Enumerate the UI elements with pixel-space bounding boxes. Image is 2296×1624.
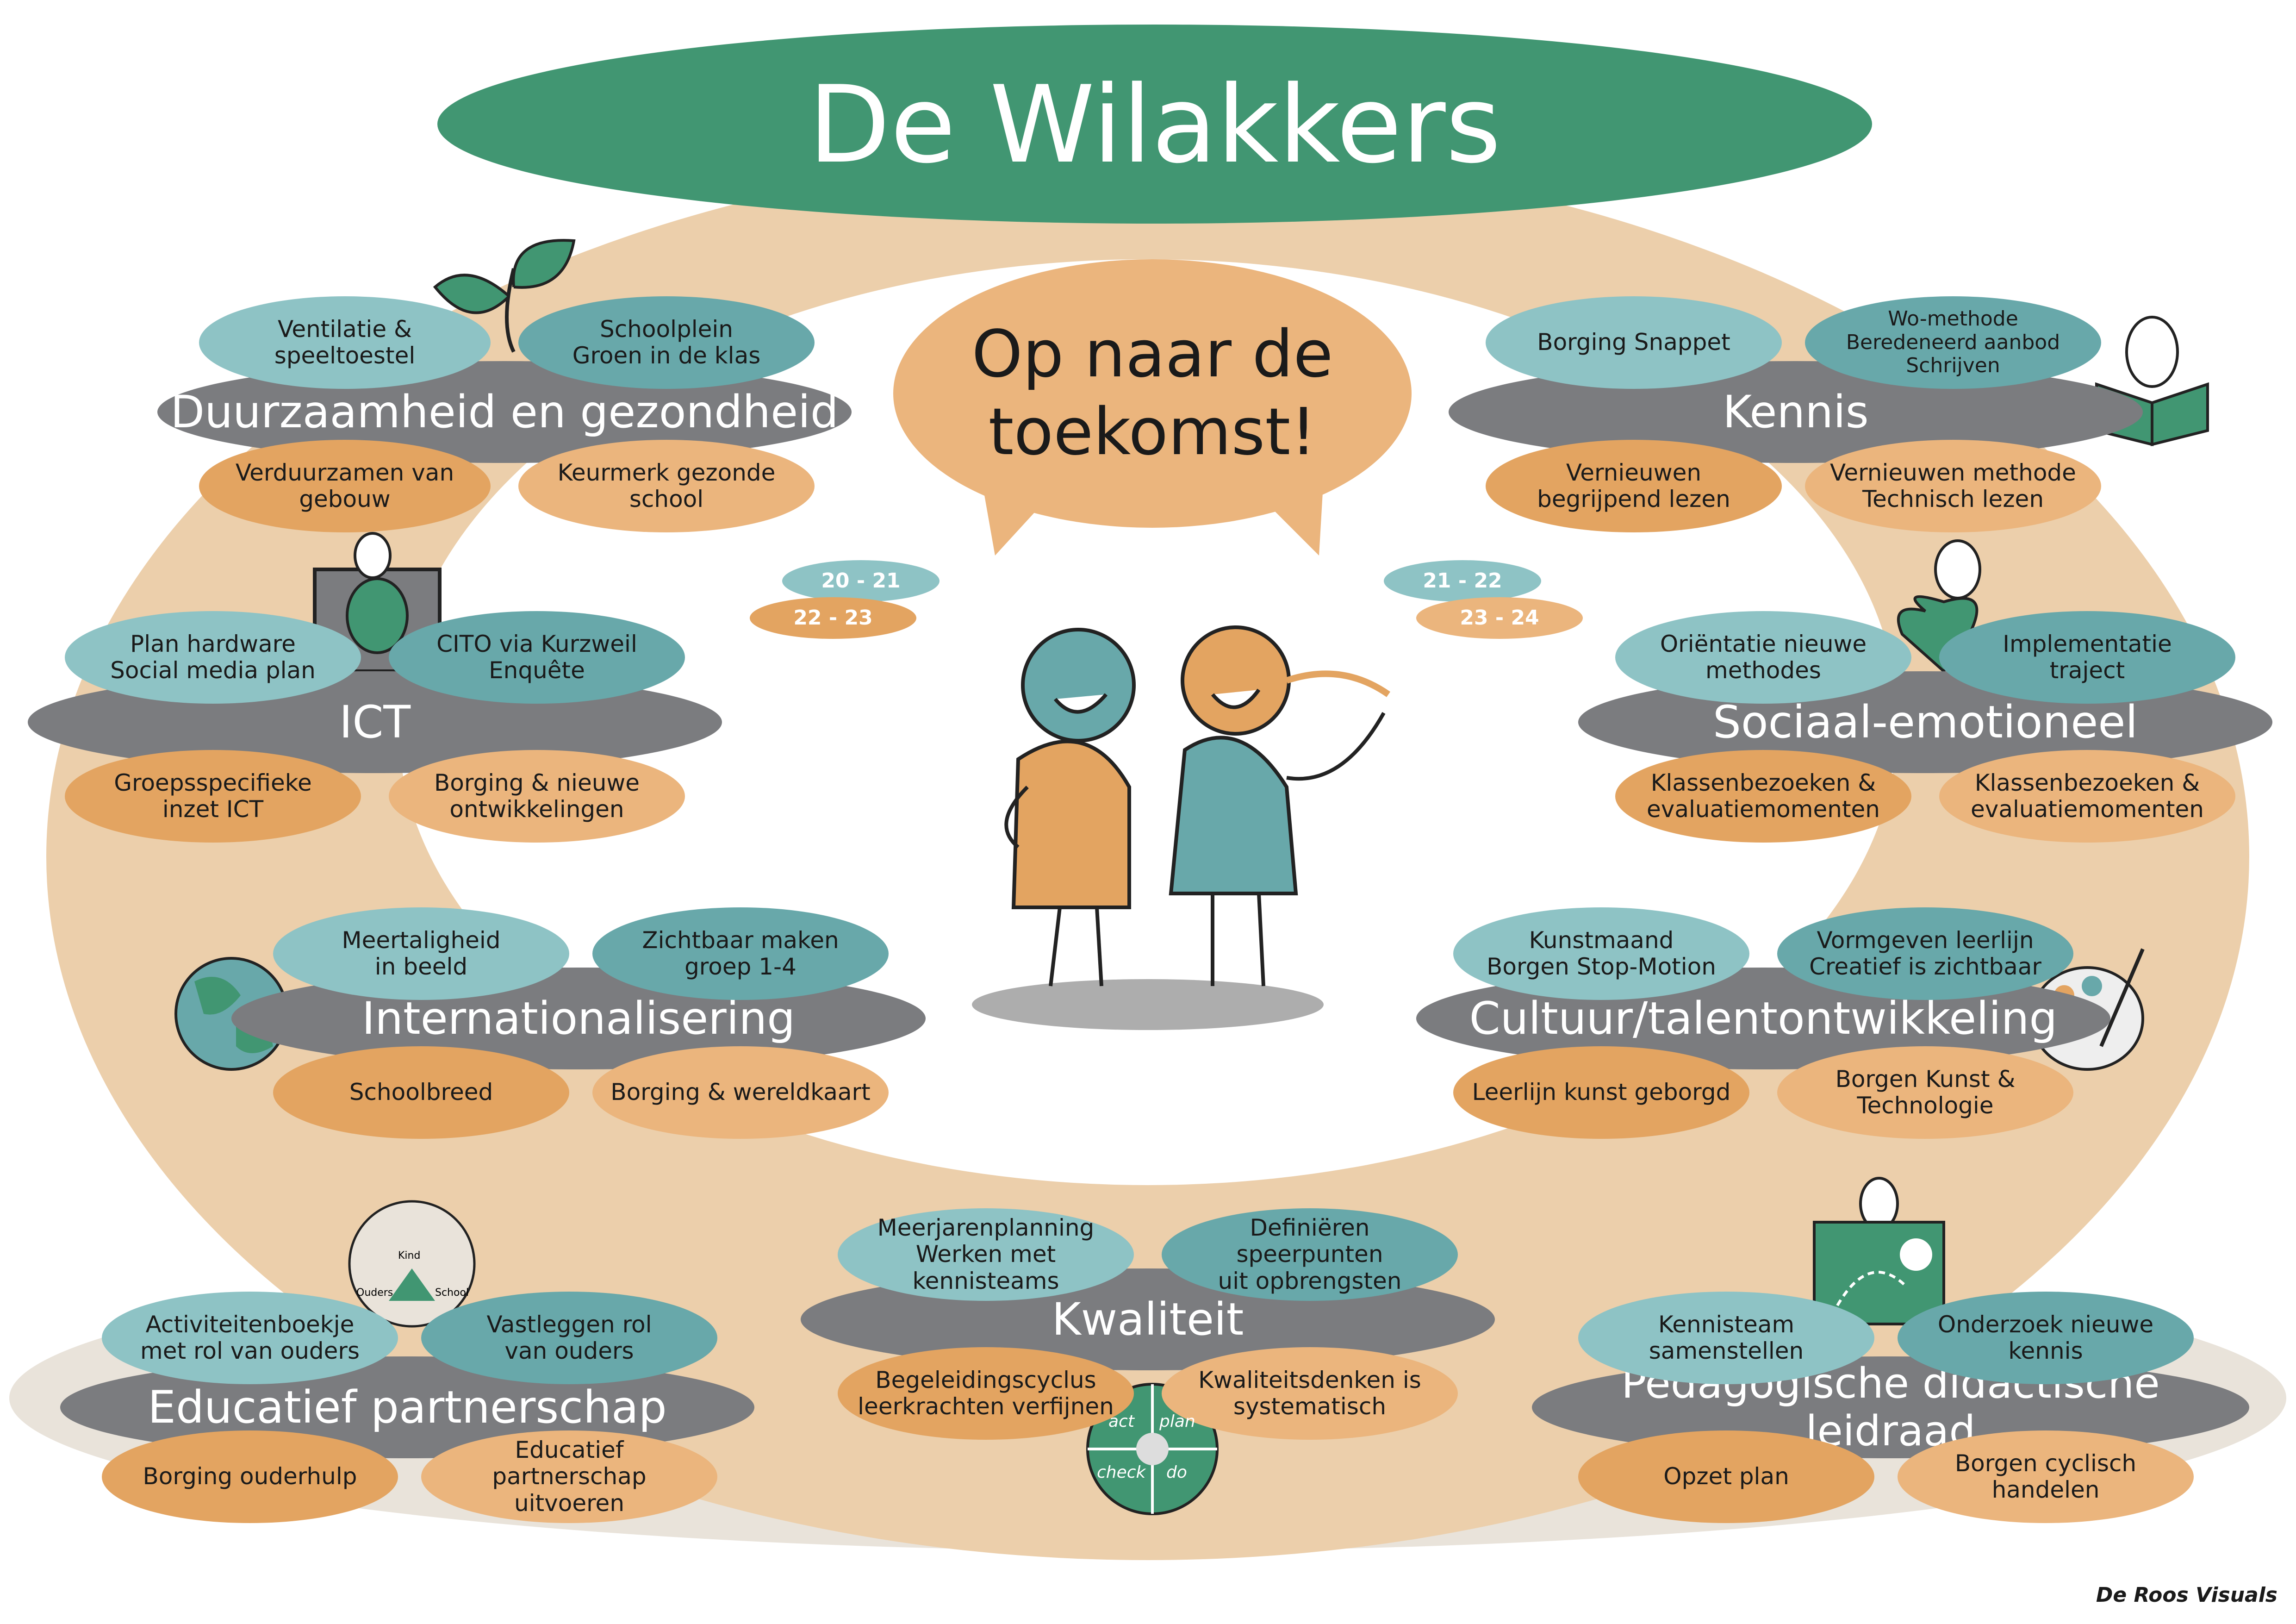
family-circle-art: [348, 1200, 476, 1328]
heart-art: [1897, 539, 1981, 674]
item-kennis-tr: Wo-methode Beredeneerd aanbod Schrijven: [1805, 296, 2101, 389]
item-kwaliteit-br: Kwaliteitsdenken is systematisch: [1162, 1347, 1458, 1440]
speech-bubble: [893, 259, 1412, 556]
year-badge: 22 - 23: [750, 597, 916, 639]
speech-text: Op naar de toekomst!: [971, 317, 1333, 470]
triangle-label-kind: Kind: [398, 1250, 421, 1262]
year-badge: 21 - 22: [1384, 560, 1541, 602]
item-kwaliteit-tr: Definiëren speerpunten uit opbrengsten: [1162, 1208, 1458, 1301]
item-cultuur-tl: Kunstmaand Borgen Stop-Motion: [1453, 907, 1749, 1000]
item-kennis-br: Vernieuwen methode Technisch lezen: [1805, 440, 2101, 532]
item-pedagogisch-bl: Opzet plan: [1578, 1430, 1874, 1523]
pdca-do: do: [1166, 1463, 1187, 1482]
plant-icon-art: [433, 239, 576, 353]
item-ict-br: Borging & nieuwe ontwikkelingen: [389, 750, 685, 843]
item-educatief-bl: Borging ouderhulp: [102, 1430, 398, 1523]
item-duurzaamheid-tr: Schoolplein Groen in de klas: [518, 296, 815, 389]
pdca-act: act: [1108, 1412, 1134, 1431]
item-pedagogisch-br: Borgen cyclisch handelen: [1898, 1430, 2194, 1523]
item-pedagogisch-tl: Kennisteam samenstellen: [1578, 1292, 1874, 1384]
triangle-label-ouders: Ouders: [356, 1287, 393, 1299]
item-educatief-tl: Activiteitenboekje met rol van ouders: [102, 1292, 398, 1384]
item-educatief-br: Educatief partnerschap uitvoeren: [421, 1430, 717, 1523]
item-kwaliteit-tl: Meerjarenplanning Werken met kennisteams: [838, 1208, 1134, 1301]
item-educatief-tr: Vastleggen rol van ouders: [421, 1292, 717, 1384]
credit-text: De Roos Visuals: [2096, 1583, 2277, 1607]
item-kennis-tl: Borging Snappet: [1486, 296, 1782, 389]
triangle-label-school: School: [435, 1287, 469, 1299]
item-sociaal-br: Klassenbezoeken & evaluatiemomenten: [1939, 750, 2235, 843]
item-pedagogisch-tr: Onderzoek nieuwe kennis: [1898, 1292, 2194, 1384]
year-badge: 23 - 24: [1416, 597, 1583, 639]
pdca-plan: plan: [1159, 1412, 1195, 1431]
item-duurzaamheid-br: Keurmerk gezonde school: [518, 440, 815, 532]
item-duurzaamheid-bl: Verduurzamen van gebouw: [199, 440, 491, 532]
item-ict-tl: Plan hardware Social media plan: [65, 611, 361, 704]
item-internationalisering-bl: Schoolbreed: [273, 1046, 569, 1139]
item-sociaal-tr: Implementatie traject: [1939, 611, 2235, 704]
title-banner: [437, 25, 1872, 224]
item-internationalisering-tr: Zichtbaar maken groep 1-4: [592, 907, 889, 1000]
year-badge: 20 - 21: [782, 560, 940, 602]
item-internationalisering-br: Borging & wereldkaart: [592, 1046, 889, 1139]
item-internationalisering-tl: Meertaligheid in beeld: [273, 907, 569, 1000]
globe-art: [174, 957, 288, 1071]
computer-art: [313, 532, 442, 685]
pdca-check: check: [1097, 1463, 1146, 1482]
item-cultuur-br: Borgen Kunst & Technologie: [1777, 1046, 2073, 1139]
item-cultuur-bl: Leerlijn kunst geborgd: [1453, 1046, 1749, 1139]
item-duurzaamheid-tl: Ventilatie & speeltoestel: [199, 296, 491, 389]
item-ict-bl: Groepsspecifieke inzet ICT: [65, 750, 361, 843]
item-cultuur-tr: Vormgeven leerlijn Creatief is zichtbaar: [1777, 907, 2073, 1000]
item-sociaal-bl: Klassenbezoeken & evaluatiemomenten: [1615, 750, 1911, 843]
item-ict-tr: CITO via Kurzweil Enquête: [389, 611, 685, 704]
page-title: De Wilakkers: [808, 63, 1501, 187]
item-kennis-bl: Vernieuwen begrijpend lezen: [1486, 440, 1782, 532]
item-sociaal-tl: Oriëntatie nieuwe methodes: [1615, 611, 1911, 704]
characters-illustration: [972, 625, 1391, 1030]
item-kwaliteit-bl: Begeleidingscyclus leerkrachten verfijne…: [838, 1347, 1134, 1440]
